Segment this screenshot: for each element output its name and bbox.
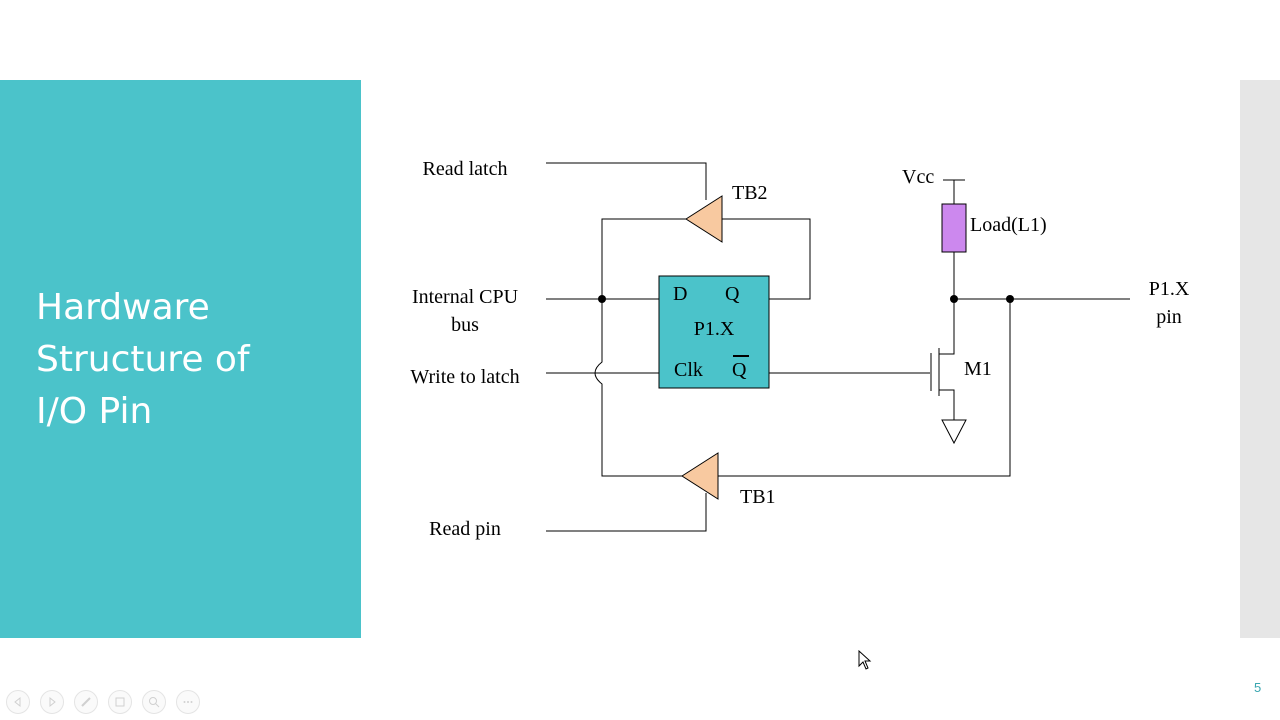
title-panel — [0, 80, 361, 638]
more-button[interactable] — [176, 690, 200, 714]
drain-junction — [950, 295, 958, 303]
latch-name-label: P1.X — [694, 318, 735, 340]
q-feedback-wire — [722, 218, 811, 300]
pin-label-line2: pin — [1156, 306, 1182, 328]
next-button[interactable] — [40, 690, 64, 714]
pin-feedback-wire — [718, 299, 1011, 477]
read-pin-wire — [546, 493, 707, 532]
load-resistor — [941, 203, 967, 253]
read-pin-label: Read pin — [429, 518, 501, 540]
bus-vertical-wire — [594, 299, 682, 477]
latch-d-label: D — [673, 283, 687, 305]
latch-block — [658, 275, 770, 389]
slideshow-toolbar — [6, 690, 200, 714]
internal-cpu-bus-label: Internal CPU — [412, 286, 519, 308]
pen-icon — [81, 697, 91, 707]
slides-button[interactable] — [108, 690, 132, 714]
previous-button[interactable] — [6, 690, 30, 714]
pin-label: P1.X — [1149, 278, 1190, 300]
m1-drain — [939, 299, 955, 355]
previous-icon — [14, 696, 21, 708]
zoom-button[interactable] — [142, 690, 166, 714]
more-icon — [183, 701, 193, 703]
pin-junction — [1006, 295, 1014, 303]
slides-icon — [115, 697, 125, 707]
load-label: Load(L1) — [970, 214, 1047, 236]
read-latch-wire — [546, 162, 707, 200]
tb1-buffer — [681, 452, 719, 500]
tb2-label: TB2 — [732, 182, 768, 204]
latch-clk-label: Clk — [674, 359, 703, 381]
m1-source — [939, 389, 955, 420]
m1-label: M1 — [964, 358, 992, 380]
side-strip — [1240, 80, 1280, 638]
ground-symbol — [941, 419, 967, 445]
pen-button[interactable] — [74, 690, 98, 714]
next-icon — [49, 696, 56, 708]
zoom-icon — [149, 697, 160, 708]
tb2-output-wire — [601, 218, 686, 299]
internal-cpu-bus-label-line2: bus — [451, 314, 479, 336]
mouse-cursor-icon — [858, 650, 872, 670]
latch-qbar-label: Q — [732, 359, 747, 381]
vcc-label: Vcc — [902, 166, 934, 188]
tb1-label: TB1 — [740, 486, 776, 508]
latch-q-label: Q — [725, 283, 740, 305]
bus-junction — [598, 295, 606, 303]
write-to-latch-label: Write to latch — [410, 366, 519, 388]
tb2-buffer — [685, 195, 723, 243]
slide-number: 5 — [1254, 680, 1262, 695]
read-latch-label: Read latch — [423, 158, 508, 180]
slide-title: Hardware Structure of I/O Pin — [36, 287, 250, 432]
